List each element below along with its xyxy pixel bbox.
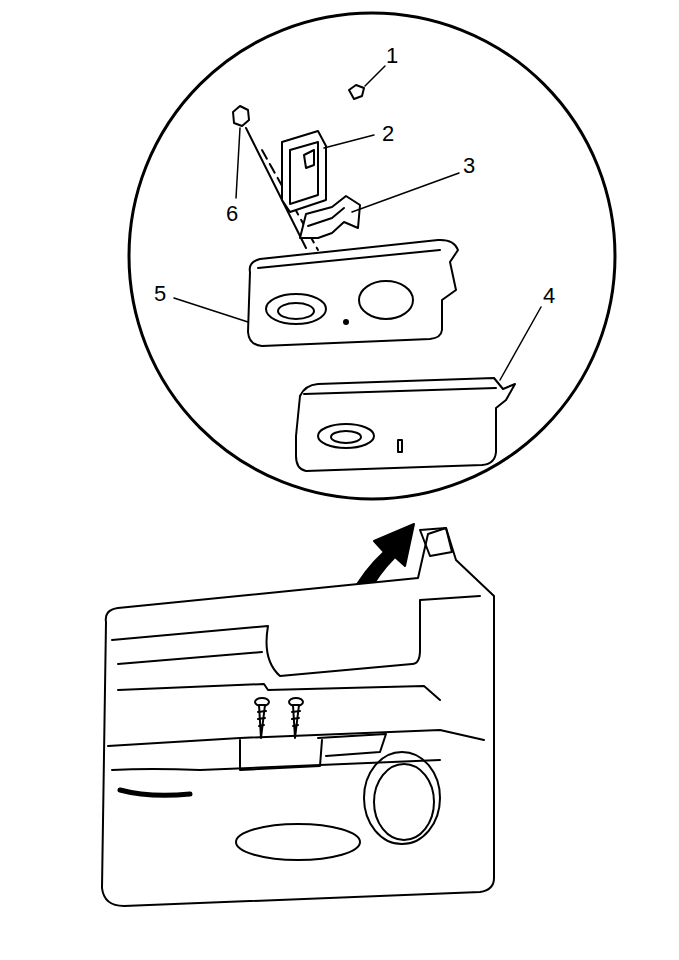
bracket-part xyxy=(304,150,314,168)
upper-panel-part xyxy=(266,294,326,324)
handle-part xyxy=(300,196,360,238)
handle-part xyxy=(308,208,344,226)
screw xyxy=(289,698,303,738)
lower-panel-part xyxy=(304,388,496,394)
leader-line xyxy=(500,307,541,380)
callout-number: 5 xyxy=(154,283,166,305)
nut-part xyxy=(233,106,249,126)
detail-circle xyxy=(129,13,615,499)
leader-line xyxy=(352,173,459,212)
callout-number: 6 xyxy=(226,203,238,225)
door-trim-panel xyxy=(118,652,262,664)
speaker-grille xyxy=(364,752,440,844)
door-trim-panel xyxy=(112,596,480,676)
speaker-grille xyxy=(374,764,434,840)
callout-number: 1 xyxy=(386,45,398,67)
door-trim-panel xyxy=(102,528,494,906)
door-trim-panel xyxy=(318,734,386,756)
clip-part xyxy=(349,85,364,99)
lower-panel-part xyxy=(318,424,374,448)
door-trim-panel xyxy=(420,528,452,556)
callout-number: 4 xyxy=(543,285,555,307)
upper-panel-part xyxy=(248,240,458,346)
callout-number: 3 xyxy=(463,155,475,177)
door-trim-panel xyxy=(120,790,190,795)
bracket-part xyxy=(282,131,326,212)
leader-line xyxy=(174,298,248,322)
pull-cup xyxy=(236,824,360,860)
leader-line xyxy=(236,128,240,198)
callout-number: 2 xyxy=(382,123,394,145)
leader-line xyxy=(365,66,385,86)
lower-panel-part xyxy=(331,431,361,443)
lower-panel-part xyxy=(296,378,515,471)
upper-panel-part xyxy=(344,320,348,324)
bracket-part xyxy=(290,142,318,204)
upper-panel-part xyxy=(278,303,314,319)
upper-panel-part xyxy=(359,281,413,319)
door-trim-panel xyxy=(118,684,440,700)
lower-panel-part xyxy=(398,440,402,452)
screw xyxy=(255,698,269,738)
upper-panel-part xyxy=(258,250,440,268)
leader-line xyxy=(324,135,374,148)
